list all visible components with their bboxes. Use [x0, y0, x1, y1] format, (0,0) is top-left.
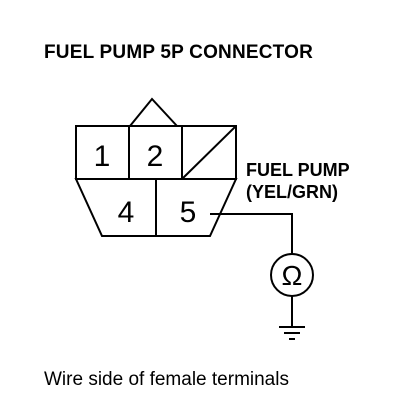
empty-cavity-mark: [181, 125, 237, 180]
terminal-1: 1: [94, 140, 111, 173]
ohm-icon: Ω: [282, 260, 303, 291]
terminal-2: 2: [147, 140, 164, 173]
diagram-title: FUEL PUMP 5P CONNECTOR: [44, 42, 314, 63]
connector-bottom-row: [74, 178, 238, 237]
ground-icon: [279, 326, 305, 340]
connector-lock-tab: [129, 97, 178, 127]
fuel-pump-wire: [210, 213, 293, 254]
wire-label-color: (YEL/GRN): [246, 182, 338, 202]
terminal-4: 4: [118, 196, 135, 229]
wire-label-name: FUEL PUMP: [246, 160, 350, 180]
diagram-caption: Wire side of female terminals: [44, 369, 289, 390]
terminal-5: 5: [180, 196, 197, 229]
